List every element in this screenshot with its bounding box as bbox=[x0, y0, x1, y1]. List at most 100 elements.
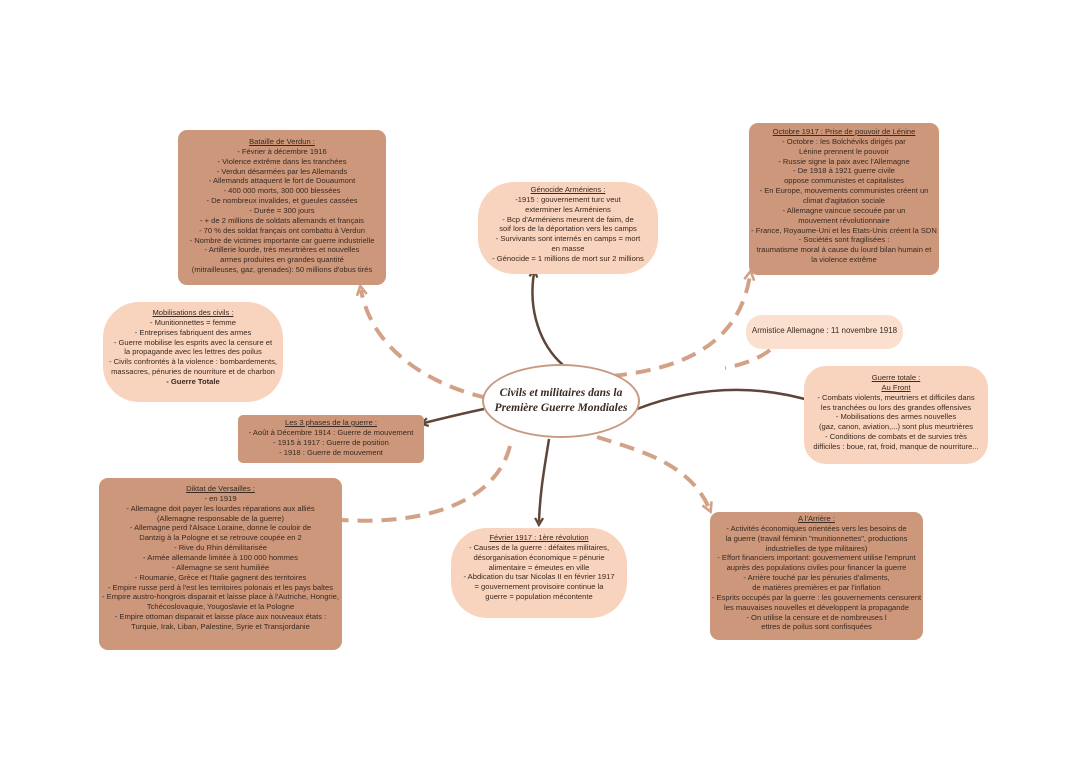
node-verdun-title: Bataille de Verdun : bbox=[249, 137, 315, 146]
node-line: la violence extrême bbox=[811, 255, 877, 265]
node-line: - Allemagne perd l'Alsace Loraine, donne… bbox=[129, 523, 312, 533]
node-line: industrielles de type militaires) bbox=[765, 543, 868, 553]
node-line: Lénine prennent le pouvoir bbox=[799, 146, 889, 156]
node-genocide: Génocide Arméniens : -1915 : gouvernemen… bbox=[478, 182, 658, 274]
node-line: - De nombreux invalides, et gueules cass… bbox=[206, 196, 358, 206]
node-verdun: Bataille de Verdun : - Février à décembr… bbox=[178, 130, 386, 285]
node-line: - Empire russe perd à l'est les territoi… bbox=[107, 582, 334, 592]
node-line: auprès des populations civiles pour fina… bbox=[726, 563, 907, 573]
node-line: - Combats violents, meurtriers et diffic… bbox=[817, 392, 975, 402]
connector-guerre-totale bbox=[636, 388, 815, 411]
node-line: - Conditions de combats et de survies tr… bbox=[825, 432, 967, 442]
node-line: les mauvaises nouvelles et développent l… bbox=[724, 602, 909, 612]
connector-verdun bbox=[361, 290, 488, 400]
node-arriere: A l'Arrière : - Activités économiques or… bbox=[710, 512, 923, 640]
node-line: - Octobre : les Bolchéviks dirigés par bbox=[782, 136, 906, 146]
node-mobilisations: Mobilisations des civils : - Munitionnet… bbox=[103, 302, 283, 402]
node-line: la propagande avec les lettres des poilu… bbox=[124, 347, 262, 357]
node-line: désorganisation économique = pénurie bbox=[473, 552, 605, 562]
node-line: - Armée allemande limitée à 100 000 homm… bbox=[143, 553, 298, 563]
node-line: - Effort financiers important: gouvernem… bbox=[717, 553, 916, 563]
node-line: traumatisme moral à cause du lourd bilan… bbox=[756, 245, 932, 255]
node-genocide-title: Génocide Arméniens : bbox=[530, 185, 606, 194]
node-line: - 70 % des soldat français ont combattu … bbox=[199, 225, 365, 235]
node-line: de matières premières et par l'inflation bbox=[752, 583, 881, 593]
connector-versailles bbox=[341, 445, 512, 523]
node-line: - Civils confrontés à la violence : bomb… bbox=[109, 357, 277, 367]
node-line: - Survivants sont internés en camps = mo… bbox=[495, 234, 641, 244]
node-line: en masse bbox=[551, 244, 585, 254]
node-guerre-totale-title: Guerre totale : bbox=[871, 373, 921, 382]
node-line: Tchécoslovaquie, Yougoslavie et la Polog… bbox=[146, 602, 295, 612]
node-line: - Abdication du tsar Nicolas II en févri… bbox=[463, 572, 615, 582]
node-phases-title: Les 3 phases de la guerre : bbox=[284, 418, 378, 427]
node-line: - Sociétés sont fragilisées : bbox=[798, 235, 890, 245]
node-line: la guerre (travail féminin "munitionnett… bbox=[725, 533, 908, 543]
node-line: - 400 000 morts, 300 000 blessées bbox=[223, 186, 341, 196]
node-line: ettres de poilus sont confisquées bbox=[761, 622, 872, 632]
node-armistice: Armistice Allemagne : 11 novembre 1918 bbox=[746, 315, 903, 349]
node-line: = gouvernement provisoire continue la bbox=[474, 582, 604, 592]
node-line: - + de 2 millions de soldats allemands e… bbox=[200, 215, 364, 225]
node-fevrier-title: Février 1917 : 1ère révolution bbox=[489, 533, 589, 542]
node-line-guerre-totale: - Guerre Totale bbox=[166, 377, 220, 387]
node-line: - Nombre de victimes importante car guer… bbox=[189, 235, 375, 245]
node-line: - Allemagne vaincue secouée par un bbox=[782, 205, 906, 215]
node-line: - Rive du Rhin démilitarisée bbox=[174, 543, 267, 553]
node-arriere-title: A l'Arrière : bbox=[798, 514, 835, 523]
node-line: - Empire austro-hongrois disparait et la… bbox=[102, 592, 339, 602]
node-line: exterminer les Arméniens bbox=[525, 204, 611, 214]
node-line: soif lors de la déportation vers les cam… bbox=[499, 224, 637, 234]
node-line: - Entreprises fabriquent des armes bbox=[134, 327, 252, 337]
node-line: - Arrière touché par les pénuries d'alim… bbox=[743, 573, 890, 583]
node-line: - en 1919 bbox=[204, 493, 237, 503]
node-line: - Bcp d'Arméniens meurent de faim, de bbox=[502, 214, 634, 224]
node-line: - Allemagne doit payer les lourdes répar… bbox=[126, 503, 315, 513]
connector-octobre bbox=[611, 275, 750, 378]
node-line: - Causes de la guerre : défaites militai… bbox=[468, 542, 610, 552]
node-mobilisations-title: Mobilisations des civils : bbox=[152, 308, 234, 317]
node-line: - Durée = 300 jours bbox=[249, 206, 315, 216]
node-line: - Empire ottoman disparait et laisse pla… bbox=[114, 612, 327, 622]
node-line: - Esprits occupés par la guerre : les go… bbox=[711, 592, 922, 602]
node-3-phases: Les 3 phases de la guerre : - Août à Déc… bbox=[238, 415, 424, 463]
node-line: armes produites en grandes quantité bbox=[220, 255, 344, 265]
node-guerre-totale: Guerre totale : Au Front - Combats viole… bbox=[804, 366, 988, 464]
node-guerre-totale-subtitle: Au Front bbox=[881, 382, 911, 392]
node-line: mouvement révolutionnaire bbox=[798, 215, 890, 225]
connector-genocide bbox=[532, 273, 564, 366]
node-line: - De 1918 à 1921 guerre civile bbox=[793, 166, 895, 176]
connector-phases bbox=[424, 407, 485, 423]
node-line: les tranchées ou lors des grandes offens… bbox=[820, 402, 972, 412]
node-octobre-title: Octobre 1917 : Prise de pouvoir de Lénin… bbox=[772, 127, 916, 136]
node-line: massacres, pénuries de nourriture et de … bbox=[111, 367, 275, 377]
node-line: guerre = population mécontente bbox=[485, 592, 593, 602]
node-line: - Allemagne se sent humiliée bbox=[171, 562, 270, 572]
node-line: - Roumanie, Grèce et l'Italie gagnent de… bbox=[134, 572, 307, 582]
connector-fevrier bbox=[539, 438, 551, 522]
node-line: (mitrailleuses, gaz, grenades): 50 milli… bbox=[191, 265, 373, 275]
node-line: difficiles : boue, rat, froid, manque de… bbox=[813, 442, 979, 452]
node-line: - France, Royaume-Uni et les Etats-Unis … bbox=[751, 225, 937, 235]
node-line: - On utilise la censure et de nombreuses… bbox=[746, 612, 887, 622]
node-octobre-1917: Octobre 1917 : Prise de pouvoir de Lénin… bbox=[749, 123, 939, 275]
connector-arriere bbox=[596, 435, 709, 508]
node-line: - 1915 à 1917 : Guerre de position bbox=[273, 437, 389, 447]
node-versailles-title: Diktat de Versailles : bbox=[186, 484, 255, 493]
node-line: - Activités économiques orientées vers l… bbox=[726, 523, 907, 533]
connector-armistice bbox=[724, 348, 772, 370]
node-line: (Allemagne responsable de la guerre) bbox=[156, 513, 285, 523]
central-title-line-2: Première Guerre Mondiales bbox=[494, 402, 628, 414]
node-armistice-text: Armistice Allemagne : 11 novembre 1918 bbox=[751, 326, 898, 335]
central-title-line-1: Civils et militaires dans la bbox=[499, 387, 623, 400]
node-line: - Munitionnettes = femme bbox=[150, 317, 236, 327]
node-line: - Février à décembre 1916 bbox=[237, 146, 327, 156]
node-line: - En Europe, mouvements communistes crée… bbox=[759, 186, 929, 196]
node-line: Dantzig à la Pologne et se retrouve coup… bbox=[139, 533, 302, 543]
node-versailles: Diktat de Versailles : - en 1919 - Allem… bbox=[99, 478, 342, 650]
node-line: - Verdun désarmées par les Allemands bbox=[216, 166, 348, 176]
node-line: alimentaire = émeutes en ville bbox=[488, 562, 590, 572]
node-line: oppose communistes et capitalistes bbox=[784, 176, 904, 186]
node-line: - Allemands attaquent le fort de Douaumo… bbox=[208, 176, 356, 186]
